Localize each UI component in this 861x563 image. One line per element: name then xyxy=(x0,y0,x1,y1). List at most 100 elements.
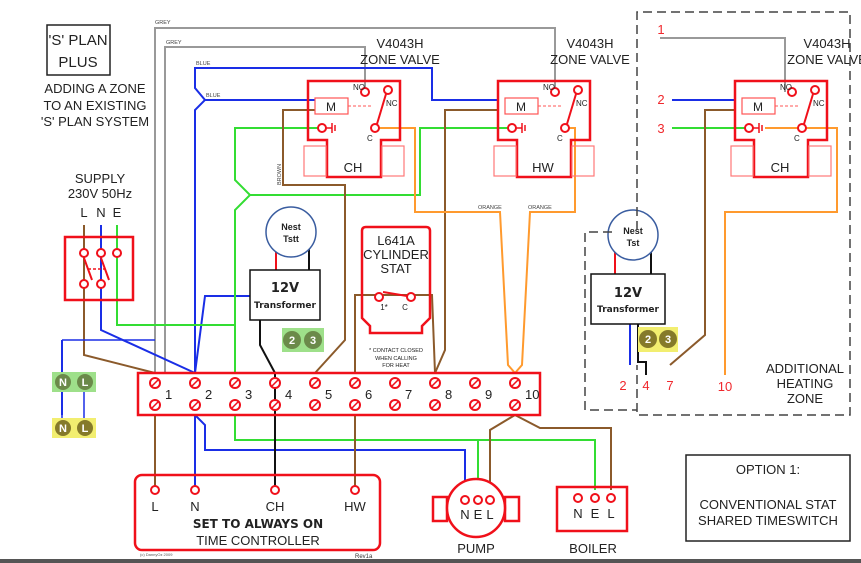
brown-supply-l xyxy=(83,225,156,374)
pump: N E L PUMP xyxy=(431,477,521,556)
brown-zone3-motor xyxy=(669,109,735,366)
time-controller: L N CH HW SET TO ALWAYS ON TIME CONTROLL… xyxy=(133,473,382,560)
valve-type: ZONE VALVE xyxy=(550,52,630,67)
badge-2: 2 xyxy=(289,335,295,347)
wire-label-blue-2: BLUE xyxy=(206,93,221,99)
valve-model: V4043H xyxy=(567,36,614,51)
supply-voltage: 230V 50Hz xyxy=(68,186,132,201)
supply-label: SUPPLY xyxy=(75,171,126,186)
motor-label: M xyxy=(326,100,336,114)
valve-zone: CH xyxy=(771,160,790,175)
valve-zone: HW xyxy=(532,160,554,175)
zone-label-2: HEATING xyxy=(777,376,834,391)
brown-pump-l xyxy=(489,414,516,490)
terminal-number: 5 xyxy=(325,387,332,402)
zone-input-1: 1 xyxy=(657,22,664,37)
grey-wire-hw xyxy=(154,27,556,373)
badges-23-yellow: 2 3 xyxy=(638,327,678,352)
option-title: OPTION 1: xyxy=(736,462,800,477)
terminal-number: 7 xyxy=(405,387,412,402)
terminal-6: 6 xyxy=(349,377,372,411)
badge-2-yellow: 2 xyxy=(645,334,651,346)
terminal-number: 3 xyxy=(245,387,252,402)
title-line2: PLUS xyxy=(58,54,97,71)
badges-23-green: 2 3 xyxy=(282,328,324,352)
boiler-e: E xyxy=(591,506,600,521)
boiler-l: L xyxy=(607,506,614,521)
orange-zone3 xyxy=(724,127,838,375)
cylinder-stat: L641A CYLINDER STAT 1* C * CONTACT CLOSE… xyxy=(360,225,432,369)
zone-input-3: 3 xyxy=(657,121,664,136)
blue-wire-hw xyxy=(194,67,498,373)
controller-l: L xyxy=(151,499,158,514)
green-earth-ch xyxy=(234,127,322,373)
pump-label: PUMP xyxy=(457,541,495,556)
terminal-8: 8 xyxy=(429,377,452,411)
zone-output-10: 10 xyxy=(718,379,732,394)
option-line1: CONVENTIONAL STAT xyxy=(700,497,837,512)
terminal-10: 10 xyxy=(509,377,539,411)
brown-hw-motor xyxy=(434,109,498,374)
cylinder-note-2: WHEN CALLING xyxy=(375,356,417,362)
c-label: C xyxy=(367,134,373,143)
motor-label: M xyxy=(753,100,763,114)
terminal-number: 4 xyxy=(285,387,292,402)
copyright: (c) DannyOz 2009 xyxy=(140,552,173,557)
nc-label: NC xyxy=(386,99,398,108)
terminal-number: 8 xyxy=(445,387,452,402)
controller-title: TIME CONTROLLER xyxy=(196,533,320,548)
valve-type: ZONE VALVE xyxy=(360,52,440,67)
terminal-number: 9 xyxy=(485,387,492,402)
nc-label: NC xyxy=(576,99,588,108)
terminal-3: 3 xyxy=(229,377,252,411)
cylinder-note-3: FOR HEAT xyxy=(382,363,410,369)
blue-pump-n xyxy=(194,414,466,490)
wire-label-brown: BROWN xyxy=(277,164,283,185)
title-line1: 'S' PLAN xyxy=(48,32,107,49)
isolator-switch xyxy=(63,235,135,302)
no-label: NO xyxy=(780,83,792,92)
badge-3: 3 xyxy=(310,335,316,347)
no-label: NO xyxy=(543,83,555,92)
boiler-n: N xyxy=(573,506,582,521)
controller-instruction: SET TO ALWAYS ON xyxy=(193,517,323,531)
brown-boiler-l xyxy=(514,414,612,490)
blue-transformer xyxy=(194,295,250,374)
pump-n: N xyxy=(460,507,469,522)
wire-label-orange: ORANGE xyxy=(478,205,502,211)
supply-n: N xyxy=(96,205,105,220)
terminal-2: 2 xyxy=(189,377,212,411)
earth-icon xyxy=(507,123,517,133)
badge-l-2: L xyxy=(82,423,89,435)
wire-label-blue: BLUE xyxy=(196,61,211,67)
terminal-number: 1 xyxy=(165,387,172,402)
controller-ch: CH xyxy=(266,499,285,514)
pump-l: L xyxy=(486,507,493,522)
subtitle-line2: TO AN EXISTING xyxy=(43,98,146,113)
brown-ch-motor xyxy=(282,109,346,374)
supply-e: E xyxy=(113,205,122,220)
green-boiler-e xyxy=(478,439,596,490)
terminal-9: 9 xyxy=(469,377,492,411)
valve-type: ZONE VALVE xyxy=(787,52,861,67)
thermostat2-line1: Nest xyxy=(623,226,643,236)
no-label: NO xyxy=(353,83,365,92)
badge-n-2: N xyxy=(59,423,67,435)
motor-label: M xyxy=(516,100,526,114)
subtitle-line1: ADDING A ZONE xyxy=(44,81,145,96)
orange-ch xyxy=(375,127,516,374)
transformer2-voltage: 12V xyxy=(614,286,642,301)
cylinder-note-1: * CONTACT CLOSED xyxy=(369,348,423,354)
cylinder-stat-label: STAT xyxy=(380,261,411,276)
nest-thermostat-2: Nest Tst xyxy=(607,209,659,261)
additional-zone: 1 2 3 2 4 7 10 ADDITIONAL HEATING ZONE xyxy=(584,11,851,416)
black-transformer xyxy=(259,320,276,374)
c-label: C xyxy=(557,134,563,143)
zone-output-7: 7 xyxy=(666,378,673,393)
subtitle-line3: 'S' PLAN SYSTEM xyxy=(41,114,149,129)
grey-wire-ch xyxy=(164,46,366,373)
